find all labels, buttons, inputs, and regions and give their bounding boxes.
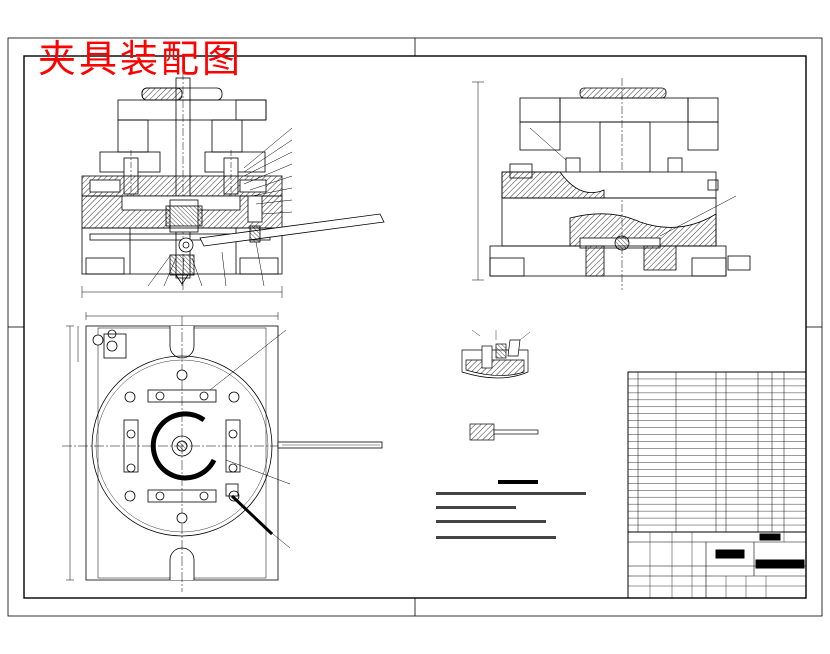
- technical-notes: [436, 480, 586, 539]
- drawing-title-stamp: 夹具装配图: [38, 37, 244, 81]
- top-plan-view: [62, 312, 383, 592]
- detail-views: [461, 329, 539, 441]
- title-block: [627, 531, 807, 599]
- front-section-view: [81, 72, 385, 298]
- sheet-border: [7, 37, 823, 617]
- parts-list-table: [627, 371, 807, 533]
- side-section-view: [472, 78, 751, 290]
